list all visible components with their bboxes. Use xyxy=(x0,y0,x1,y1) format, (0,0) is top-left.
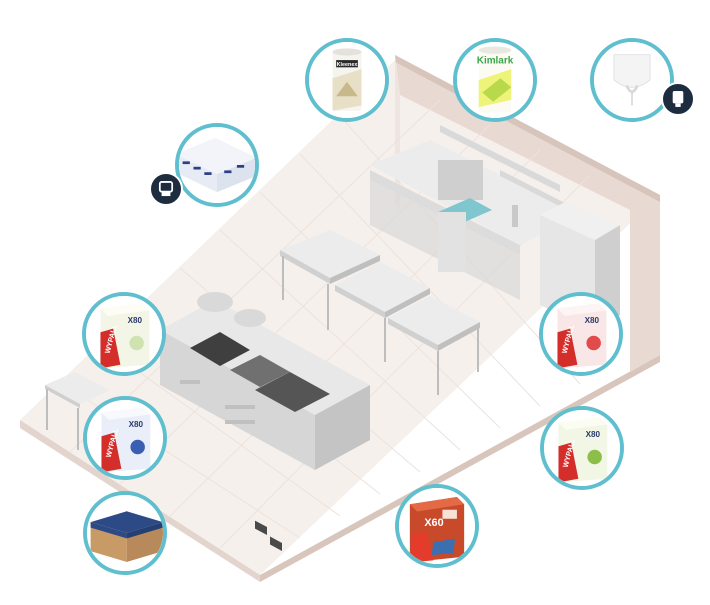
fridge-top xyxy=(540,202,620,240)
wypall-box-image: WYPALL X80 xyxy=(543,296,619,372)
center-pull-roll-image xyxy=(594,42,670,118)
wall-shelf-2 xyxy=(500,170,575,214)
fryer-body xyxy=(438,212,466,272)
wypall-box-image: WYPALL X80 xyxy=(87,400,163,476)
towel-dispenser-icon[interactable] xyxy=(149,172,183,206)
wall-shelf-1 xyxy=(440,125,560,192)
kleenex-roll-hotspot[interactable]: Kleenex xyxy=(305,38,389,122)
folded-towel-hotspot[interactable] xyxy=(175,123,259,207)
wypall-model: X80 xyxy=(129,420,144,429)
prep-tables xyxy=(280,230,480,395)
wypall-box-left-bottom-hotspot[interactable]: WYPALL X80 xyxy=(83,396,167,480)
wypall-model: X80 xyxy=(585,316,600,325)
right-wall xyxy=(395,55,660,372)
wypall-model: X80 xyxy=(128,316,143,325)
kleenex-logo: Kleenex xyxy=(337,62,358,68)
wypall-box-left-top-hotspot[interactable]: WYPALL X80 xyxy=(82,292,166,376)
range-hood xyxy=(438,160,483,200)
left-table xyxy=(45,372,110,450)
bulk-carton-image xyxy=(87,495,163,571)
cooking-line xyxy=(160,292,370,551)
kimlark-roll-image: Kimlark xyxy=(457,42,533,118)
kimlark-roll-hotspot[interactable]: Kimlark xyxy=(453,38,537,122)
kimlark-logo: Kimlark xyxy=(477,56,514,67)
wypall-box-image: WYPALL X80 xyxy=(544,410,620,486)
folded-towel-pack-image xyxy=(179,127,255,203)
center-pull-roll-hotspot[interactable] xyxy=(590,38,674,122)
wypall-x60-box-image: X60 xyxy=(399,488,475,564)
wypall-box-right-top-hotspot[interactable]: WYPALL X80 xyxy=(539,292,623,376)
wypall-x60-model: X60 xyxy=(424,517,443,529)
roll-dispenser-icon[interactable] xyxy=(661,82,695,116)
wypall-box-right-bottom-hotspot[interactable]: WYPALL X80 xyxy=(540,406,624,490)
bulk-carton-hotspot[interactable] xyxy=(83,491,167,575)
wypall-box-image: WYPALL X80 xyxy=(86,296,162,372)
sink-faucet xyxy=(512,205,518,227)
wypall-x60-hotspot[interactable]: X60 xyxy=(395,484,479,568)
kleenex-roll-image: Kleenex xyxy=(309,42,385,118)
wypall-model: X80 xyxy=(586,430,601,439)
